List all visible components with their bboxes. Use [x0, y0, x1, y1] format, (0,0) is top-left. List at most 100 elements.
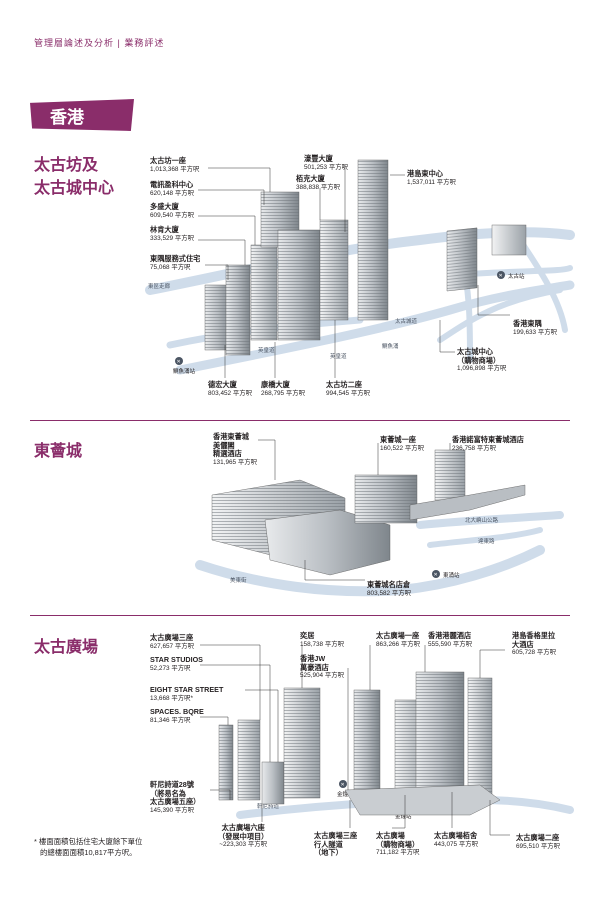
buildings-taikoo	[204, 159, 527, 356]
mtr-icon: ✕	[499, 273, 503, 279]
label-name: 太古廣場二座	[516, 833, 560, 842]
road-labels-taikoo: 東區走廊 英皇道 太古城道 鰂魚涌 英皇道	[148, 282, 418, 360]
label-name: SPACES. BQRE	[150, 707, 204, 716]
buildings-pacific	[218, 671, 501, 816]
road-label: 北大嶼山公路	[465, 516, 499, 524]
label-value: 605,728 平方呎	[512, 649, 557, 657]
label-star-studios: STAR STUDIOS 52,273 平方呎	[150, 655, 203, 673]
label-value: 627,657 平方呎	[150, 642, 195, 650]
label-name: 太古坊二座	[326, 380, 362, 389]
label-pccw-tower: 電訊盈科中心 620,148 平方呎	[150, 180, 195, 198]
label-name: 港島香格里拉	[512, 631, 556, 640]
mtr-station-tai-koo: ✕ 太古站	[497, 271, 525, 280]
label-value: 75,068 平方呎	[150, 263, 191, 271]
footnote: * 樓面面積包括住宅大廈餘下單位 的總樓面面積10,817平方呎。	[34, 836, 142, 858]
mtr-station-tung-chung: ✕ 東涌站	[432, 570, 460, 579]
label-value: 803,452 平方呎	[208, 389, 253, 397]
label-name: 行人隧道	[314, 839, 343, 849]
label-name: STAR STUDIOS	[150, 655, 203, 664]
leader-lines-pacific	[200, 644, 510, 836]
label-name: 太古廣場	[376, 831, 405, 840]
label-value: 333,529 平方呎	[150, 234, 195, 242]
page-header: 管理層論述及分析 | 業務評述	[34, 38, 165, 48]
label-value: 145,390 平方呎	[150, 806, 195, 814]
label-island-shangri-la: 港島香格里拉 大酒店 605,728 平方呎	[512, 631, 557, 658]
label-name: 軒尼詩道28號	[150, 780, 194, 789]
label-name: 太古廣場三座	[150, 633, 194, 642]
section-title-citygate: 東薈城	[34, 443, 83, 460]
label-cambridge-house: 康橋大廈 268,795 平方呎	[261, 380, 305, 398]
label-name: 太古坊一座	[150, 156, 186, 165]
label-name: （地下）	[314, 848, 343, 858]
mtr-station-admiralty: ✕ 金鐘站 金鐘站	[337, 780, 412, 820]
label-conrad-hong-kong: 香港港麗酒店 555,590 平方呎	[428, 631, 473, 649]
label-value: 1,537,011 平方呎	[407, 178, 456, 186]
label-east-hong-kong: 香港東隅 199,633 平方呎	[513, 319, 557, 337]
label-value: 803,582 平方呎	[367, 589, 412, 597]
mtr-icon: ✕	[434, 572, 438, 578]
label-name: 濠豐大廈	[304, 154, 333, 163]
mtr-label: 金鐘站	[395, 812, 412, 820]
leader-lines-taikoo	[198, 165, 510, 378]
label-name: 東薈城一座	[380, 435, 416, 444]
label-upper-house: 奕居 158,738 平方呎	[300, 631, 345, 649]
label-dorset-house: 多盛大廈 609,540 平方呎	[150, 202, 194, 220]
label-name: 康橋大廈	[261, 380, 290, 389]
label-name: 香港東隅	[513, 319, 542, 328]
label-name: 大酒店	[512, 639, 534, 649]
label-name: 美儷閣	[213, 440, 235, 450]
label-name: 德宏大廈	[208, 380, 237, 389]
region-banner: 香港	[30, 99, 134, 131]
mtr-label: 鰂魚涌站	[173, 367, 196, 375]
mtr-label: 東涌站	[443, 571, 460, 579]
label-one-pacific-place: 太古廣場一座 863,266 平方呎	[376, 631, 420, 649]
section-title-taikoo-place: 太古坊及 太古城中心	[34, 154, 114, 200]
road-label: 軒尼詩道	[257, 802, 280, 810]
divider	[30, 420, 570, 421]
label-lincoln-house: 林肯大廈 333,529 平方呎	[150, 225, 195, 243]
label-name: 太古廣場栢舍	[434, 831, 478, 840]
label-name: 電訊盈科中心	[150, 180, 194, 189]
label-28-hennessy-road: 軒尼詩道28號 （將易名為 太古廣場五座） 145,390 平方呎	[150, 780, 200, 815]
label-value: 555,590 平方呎	[428, 640, 473, 648]
label-citygate-outlets: 東薈城名店倉 803,582 平方呎	[367, 580, 412, 598]
label-east-residences: 東隅服務式住宅 75,068 平方呎	[150, 254, 200, 272]
label-name: 奕居	[300, 631, 315, 640]
road-label: 太古城道	[395, 317, 418, 325]
label-value: 131,965 平方呎	[213, 458, 258, 466]
label-value: 158,738 平方呎	[300, 640, 345, 648]
road-label: 鰂魚涌	[382, 342, 399, 350]
label-value: 52,273 平方呎	[150, 664, 191, 672]
footnote-line: 的總樓面面積10,817平方呎。	[40, 848, 137, 857]
label-novotel-citygate: 香港諾富特東薈城酒店 236,758 平方呎	[452, 435, 524, 453]
label-name: 香港東薈城	[213, 432, 249, 441]
label-value: 711,182 平方呎	[376, 849, 420, 857]
label-name: 香港JW	[300, 654, 326, 663]
label-value: 1,013,368 平方呎	[150, 165, 200, 173]
label-name: 太古廣場一座	[376, 631, 420, 640]
label-value: 388,838 平方呎	[296, 183, 341, 191]
label-value: 1,096,898 平方呎	[457, 365, 507, 373]
label-value: 443,075 平方呎	[434, 840, 479, 848]
label-value: 695,510 平方呎	[516, 842, 561, 850]
label-value: 620,148 平方呎	[150, 189, 195, 197]
label-cityplaza: 太古城中心 （購物商場） 1,096,898 平方呎	[457, 347, 507, 374]
label-three-pacific-place: 太古廣場三座 627,657 平方呎	[150, 633, 195, 651]
label-value: 13,668 平方呎*	[150, 694, 193, 702]
label-name: 多盛大廈	[150, 202, 179, 211]
label-spaces-bqre: SPACES. BQRE 81,346 平方呎	[150, 707, 204, 725]
label-name: （購物商場）	[376, 839, 420, 849]
mtr-station-quarry-bay: ✕ 鰂魚涌站	[173, 357, 196, 375]
label-one-citygate: 東薈城一座 160,522 平方呎	[380, 435, 424, 453]
label-six-pacific-place: 太古廣場六座 （發展中項目） ~223,303 平方呎	[218, 823, 269, 850]
leader-lines-citygate	[258, 439, 451, 581]
label-name: （發展中項目）	[218, 831, 269, 841]
label-one-island-east: 港島東中心 1,537,011 平方呎	[407, 169, 456, 187]
label-value: 994,545 平方呎	[326, 389, 371, 397]
label-value: 501,253 平方呎	[304, 163, 349, 171]
label-two-taikoo-place: 太古坊二座 994,545 平方呎	[326, 380, 371, 398]
footnote-line: * 樓面面積包括住宅大廈餘下單位	[34, 837, 143, 846]
label-name: EIGHT STAR STREET	[150, 685, 224, 694]
label-two-pacific-place: 太古廣場二座 695,510 平方呎	[516, 833, 561, 851]
label-value: ~223,303 平方呎	[219, 841, 268, 849]
